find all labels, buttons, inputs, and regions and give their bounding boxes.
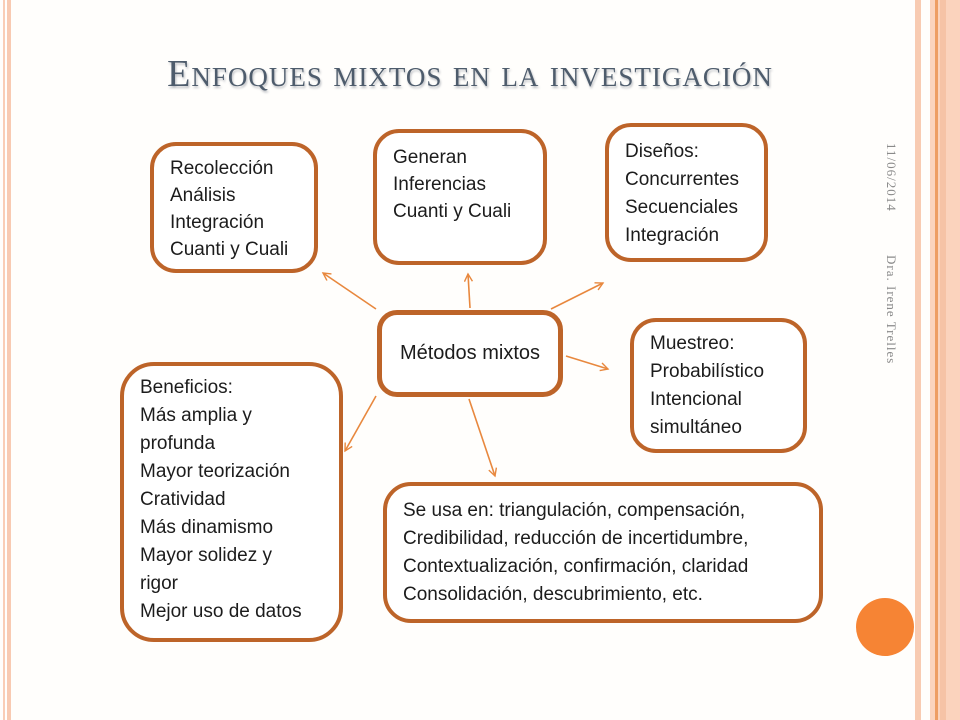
node-line: Análisis [170, 185, 236, 206]
node-line: Más dinamismo [140, 517, 274, 538]
arrow-to-recoleccion [323, 273, 377, 310]
node-line: Muestreo: [650, 333, 735, 354]
node-usos: Se usa en: triangulación, compensación, … [383, 482, 823, 623]
accent-circle [856, 598, 914, 656]
node-generan: Generan Inferencias Cuanti y Cuali [373, 129, 547, 265]
node-line: Mayor solidez y [140, 545, 272, 566]
node-line: Diseños: [625, 141, 699, 162]
slide-author: Dra. Irene Trelles [884, 255, 899, 365]
arrow-to-usos [468, 398, 495, 476]
arrow-to-beneficios [345, 395, 377, 451]
node-beneficios: Beneficios: Más amplia y profunda Mayor … [120, 362, 343, 642]
node-line: Credibilidad, reducción de incertidumbre… [403, 528, 749, 549]
node-line: Secuenciales [625, 197, 739, 218]
left-edge-stripe-wide [7, 0, 11, 720]
node-line: Recolección [170, 158, 274, 179]
node-line: Consolidación, descubrimiento, etc. [403, 584, 703, 605]
node-line: Más amplia y [140, 405, 252, 426]
node-line: Inferencias [393, 174, 486, 195]
right-edge-stripe-mid [940, 0, 946, 720]
slide-date: 11/06/2014 [884, 143, 899, 212]
arrow-to-muestreo [565, 355, 608, 369]
node-line: rigor [140, 573, 179, 594]
node-line: Contextualización, confirmación, clarida… [403, 556, 749, 577]
node-recoleccion: Recolección Análisis Integración Cuanti … [150, 142, 318, 273]
node-line: Se usa en: triangulación, compensación, [403, 500, 746, 521]
node-muestreo: Muestreo: Probabilístico Intencional sim… [630, 318, 807, 453]
node-line: Generan [393, 147, 467, 168]
slide-title: Enfoques mixtos en la investigación [167, 53, 773, 95]
arrow-to-generan [468, 274, 470, 309]
node-line: Concurrentes [625, 169, 740, 190]
center-node-label: Métodos mixtos [399, 342, 541, 364]
node-line: simultáneo [650, 417, 742, 438]
node-line: Cuanti y Cuali [170, 239, 289, 260]
right-edge-stripe-accent-line [935, 0, 938, 720]
node-line: Cratividad [140, 489, 226, 510]
node-line: Mayor teorización [140, 461, 290, 482]
right-edge-stripe-inner [915, 0, 921, 720]
node-metodos-mixtos: Métodos mixtos [377, 310, 563, 397]
node-line: Intencional [650, 389, 742, 410]
node-disenos: Diseños: Concurrentes Secuenciales Integ… [605, 123, 768, 262]
node-line: Mejor uso de datos [140, 601, 302, 622]
node-line: Integración [625, 225, 720, 246]
arrow-to-disenos [550, 283, 603, 310]
node-line: profunda [140, 433, 216, 454]
left-edge-stripe-thin [3, 0, 5, 720]
node-line: Probabilístico [650, 361, 765, 382]
node-line: Beneficios: [140, 377, 233, 398]
node-line: Cuanti y Cuali [393, 201, 512, 222]
node-line: Integración [170, 212, 265, 233]
